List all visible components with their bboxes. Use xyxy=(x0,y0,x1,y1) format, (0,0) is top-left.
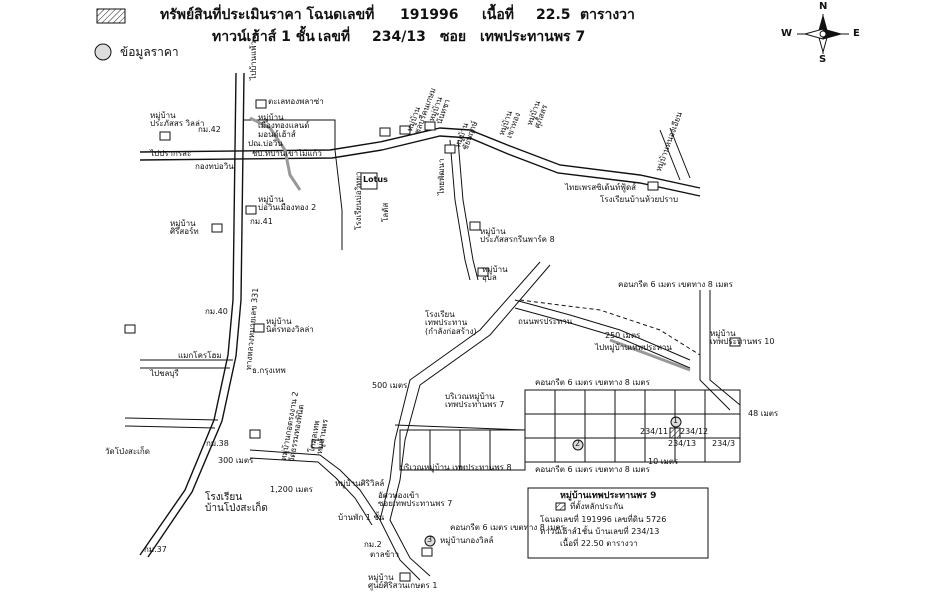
canal-line xyxy=(249,116,302,191)
label-km40: กม.40 xyxy=(205,307,228,316)
label-bkk-bank: ธ.กรุงเทพ xyxy=(252,366,286,375)
label-concrete-1: คอนกรีต 6 เมตร เขตทาง 8 เมตร xyxy=(618,280,733,289)
label-km42: กม.42 xyxy=(198,125,221,134)
label-mb-bowin-2: หมู่บ้าน บ่อวินเมืองทอง 2 xyxy=(258,195,317,213)
lot-marker-2: 2 xyxy=(575,439,581,448)
label-1200m: 1,200 เมตร xyxy=(270,485,313,494)
deed-number: 191996 xyxy=(400,7,459,23)
house-no-label: เลขที่ xyxy=(318,29,351,45)
label-makro: แมกโครโฮม xyxy=(178,351,222,360)
stream-line xyxy=(609,338,691,372)
label-to-chonburi: ไปชลบุรี xyxy=(150,369,179,378)
area-label: เนื้อที่ xyxy=(482,7,514,23)
label-mb-sirisot: หมู่บ้าน ศิริสอร์ท xyxy=(170,219,199,237)
lot-234-3: 234/3 xyxy=(712,439,736,448)
label-area-thep8: บริเวณหมู่บ้าน เทพประทานพร 8 xyxy=(400,463,512,472)
label-area-thep7: บริเวณหมู่บ้าน เทพประทานพร 7 xyxy=(445,392,505,410)
lot-marker-3: 3 xyxy=(427,535,433,544)
info-line-2: ทาวน์เฮ้าส์1ชั้น บ้านเลขที่ 234/13 xyxy=(540,527,660,536)
info-line-1: โฉนดเลขที่ 191996 เลขที่ดิน 5726 xyxy=(540,515,667,524)
label-road-via: ถนนพรประทาน xyxy=(518,317,573,326)
label-km38: กม.38 xyxy=(206,439,229,448)
compass-e: E xyxy=(853,28,860,39)
price-data-markers xyxy=(424,416,682,547)
label-nam-khao: ตาลข้าว xyxy=(370,550,400,559)
label-ban-kaew: ไปบ้านแพ้ว xyxy=(249,40,258,80)
label-mb-srivilla: หมู่บ้านศิริวิลล์ xyxy=(335,479,385,488)
label-thai-phatthana: ไทยพัฒนา xyxy=(437,158,446,195)
label-500m: 500 เมตร xyxy=(372,381,408,390)
info-line-3: เนื้อที่ 22.50 ตารางวา xyxy=(560,539,638,548)
label-mb-thep10: หมู่บ้าน เทพประทานพร 10 xyxy=(710,329,775,347)
hatched-legend-swatch xyxy=(96,8,126,24)
info-box-frame xyxy=(527,487,709,559)
label-300m: 300 เมตร xyxy=(218,456,254,465)
label-mb-prasat: หมู่บ้าน ประภัสสร วิลล่า xyxy=(150,111,205,129)
info-legend: ที่ตั้งหลักประกัน xyxy=(570,502,624,511)
label-to-pluak-daeng: ไปปรากรสะ xyxy=(150,149,192,158)
label-km37: กม.37 xyxy=(144,545,167,554)
label-ramet-plaza: ตะเลทองพลาซ่า xyxy=(268,97,324,106)
label-10m: 10 เมตร xyxy=(648,457,679,466)
label-mb-muang-thong: หมู่บ้าน เมืองทองแลนด์ มอนด์เฮ้าส์ xyxy=(258,113,310,139)
info-title: หมู่บ้านเทพประทานพร 9 xyxy=(560,491,657,501)
lot-234-12: 234/12 xyxy=(680,427,709,436)
label-concrete-2: คอนกรีต 6 เมตร เขตทาง 8 เมตร xyxy=(535,378,650,387)
legend-price-data: ข้อมูลราคา xyxy=(120,45,179,59)
main-road-east xyxy=(139,127,701,197)
label-gas-bowin: กองทบ่อวิน xyxy=(195,162,234,171)
label-ban-khao: ชบ.ทบานเขาไม้แก้ว xyxy=(252,149,322,158)
house-number: 234/13 xyxy=(372,29,426,45)
label-wat-pong: วัดโป่งสะเก็ด xyxy=(105,447,150,456)
lot-234-13: 234/13 xyxy=(668,439,697,448)
label-school-pong: โรงเรียน บ้านโป่งสะเก็ด xyxy=(205,492,268,514)
label-mb-siri-final: หมู่บ้าน ศูนย์ศิริสวนเกษตร 1 xyxy=(368,573,438,591)
label-48m: 48 เมตร xyxy=(748,409,779,418)
property-type: ทาวน์เฮ้าส์ 1 ชั้น xyxy=(212,29,315,45)
label-concrete-3: คอนกรีต 6 เมตร เขตทาง 8 เมตร xyxy=(535,465,650,474)
label-lotus-th: โลตัส xyxy=(381,202,390,222)
soi-name: เทพประทานพร 7 xyxy=(480,29,586,45)
landmark-icons xyxy=(124,99,741,582)
subject-property-marker xyxy=(669,427,681,439)
label-km41: กม.41 xyxy=(250,217,273,226)
lot-234-11: 234/11 xyxy=(640,427,669,436)
lot-marker-1: 1 xyxy=(673,416,679,425)
label-km2: กม.2 xyxy=(364,540,382,549)
price-data-legend-icon xyxy=(94,43,112,61)
label-mb-narong: หมู่บ้าน นิตรทองวิลล่า xyxy=(266,317,314,335)
label-concrete-4: คอนกรีต 6 เมตร เขตทาง 8 เมตร xyxy=(450,523,565,532)
label-to-thep-prathan: ไปหมู่บ้านเทพประทาน xyxy=(595,343,672,352)
dashed-route xyxy=(519,299,701,356)
info-legend-swatch xyxy=(555,502,566,511)
label-road-school: โรงเรียน เทพประทาน (กำลังก่อสร้าง) xyxy=(425,310,477,336)
area-value: 22.5 xyxy=(536,7,571,23)
label-mb-kongthavin: หมู่บ้านกองวิลล์ xyxy=(440,536,494,545)
label-school-ban: บ้านพัก 1 ชั้น xyxy=(338,513,385,522)
compass-w: W xyxy=(781,28,793,39)
area-unit: ตารางวา xyxy=(580,7,635,23)
label-school-hua-ian: โรงเรียนบ้านห้วยปราบ xyxy=(600,195,679,204)
label-250m: 250 เมตร xyxy=(605,331,641,340)
soi-label: ซอย xyxy=(440,29,467,45)
label-lotus: Lotus xyxy=(363,175,388,184)
label-mb-ubon: หมู่บ้าน อุบล xyxy=(482,265,508,283)
highway-331 xyxy=(139,72,245,558)
village-block-grid xyxy=(399,389,741,471)
label-post-office: ปณ.บ่อวิน xyxy=(248,139,283,148)
header-title: ทรัพย์สินที่ประเมินราคา โฉนดเลขที่ xyxy=(160,7,375,23)
compass-s: S xyxy=(819,54,827,65)
label-thai-pres: ไทยเพรสซิเด้นท์ฟู้ดส์ xyxy=(565,183,637,192)
label-mb-prasat-green: หมู่บ้าน ประภัสสรกรีนพาร์ค 8 xyxy=(480,227,555,245)
compass-icon xyxy=(797,14,849,54)
compass-n: N xyxy=(819,1,828,12)
label-school-thep: อัศวทองเข้า ซอยเทพประทานพร 7 xyxy=(378,491,453,509)
